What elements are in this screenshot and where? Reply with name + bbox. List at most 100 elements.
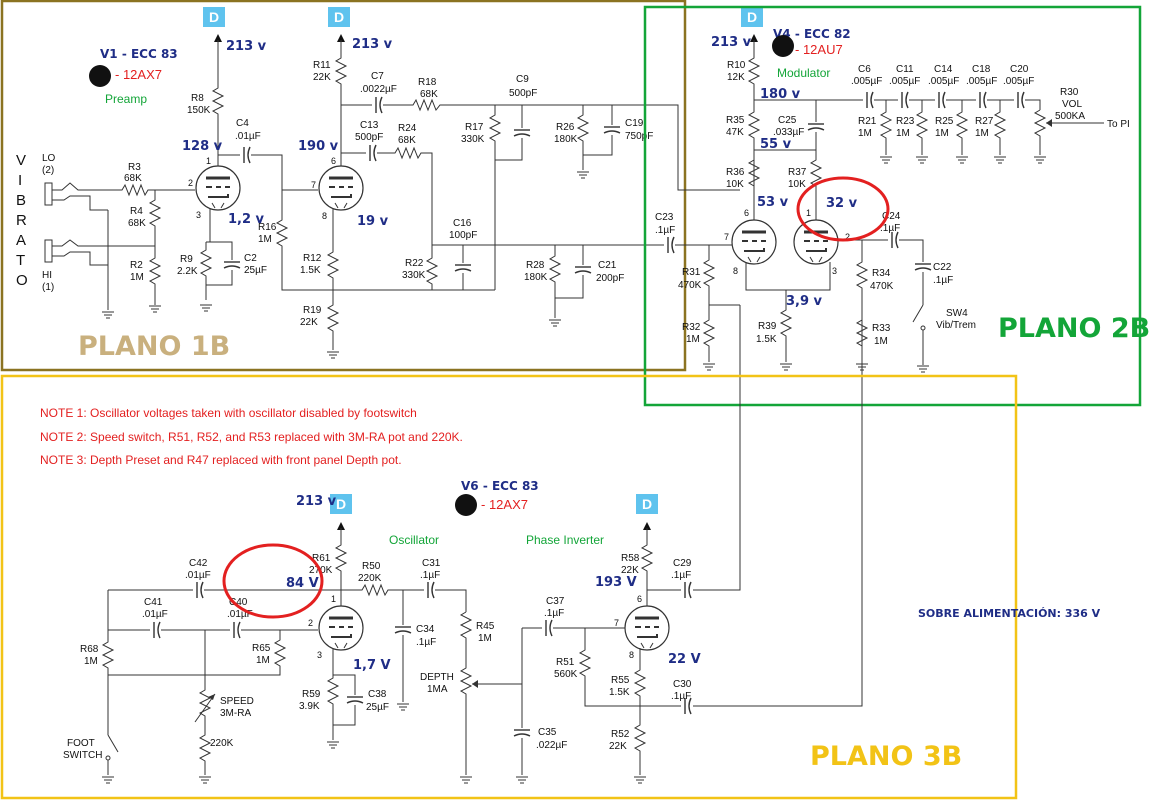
- v4-dot-icon: [772, 35, 794, 57]
- r8-value: 150K: [187, 105, 211, 116]
- v4-b-plus-voltage: 213 v: [711, 35, 752, 50]
- r31-value: 470K: [678, 280, 702, 291]
- oscillator-label: Oscillator: [389, 533, 439, 547]
- r33-value: 1M: [874, 336, 888, 347]
- c2-value: 25µF: [244, 265, 267, 276]
- v6a-plate-voltage: 84 V: [286, 576, 319, 591]
- supply-d1: D: [203, 7, 225, 27]
- foot-switch-label: FOOT: [67, 738, 95, 749]
- r58-value: 22K: [621, 565, 639, 576]
- r34-label: R34: [872, 268, 891, 279]
- vibrato-letter: V: [16, 152, 26, 169]
- sw4-value: Vib/Trem: [936, 320, 976, 331]
- v4b-tube: [792, 218, 840, 266]
- v6b-pin7: 7: [614, 618, 619, 628]
- vibrato-label: V I B R A T O: [16, 152, 28, 289]
- plano-3b-label: PLANO 3B: [810, 741, 962, 772]
- supply-d1-label: D: [209, 9, 219, 25]
- r19-label: R19: [303, 305, 322, 316]
- c25-value: .033µF: [773, 127, 804, 138]
- v1-type: - 12AX7: [115, 67, 162, 82]
- r50-label: R50: [362, 561, 381, 572]
- r8-label: R8: [191, 93, 204, 104]
- r50-value: 220K: [358, 573, 382, 584]
- r58-label: R58: [621, 553, 640, 564]
- c6-value: .005µF: [851, 76, 882, 87]
- r39-value: 1.5K: [756, 334, 777, 345]
- r18-label: R18: [418, 77, 437, 88]
- v1a-pin2: 2: [188, 178, 193, 188]
- sw4-label: SW4: [946, 308, 968, 319]
- v4-node-voltage: 180 v: [760, 87, 801, 102]
- supply-d4: D: [330, 494, 352, 514]
- v4-cathode-voltage: 3,9 v: [786, 294, 823, 309]
- v6-b-plus-voltage: 213 v: [296, 494, 337, 509]
- vibrato-letter: A: [16, 232, 26, 249]
- c35-value: .022µF: [536, 740, 567, 751]
- c31-label: C31: [422, 558, 441, 569]
- c31-value: .1µF: [420, 570, 440, 581]
- c14-value: .005µF: [928, 76, 959, 87]
- r36-label: R36: [726, 167, 745, 178]
- r65-value: 1M: [256, 655, 270, 666]
- c13-value: 500pF: [355, 132, 383, 143]
- v1-name: V1 - ECC 83: [100, 47, 178, 61]
- r16-label: R16: [258, 222, 277, 233]
- v6b-plate-voltage: 193 V: [595, 575, 637, 590]
- r18-value: 68K: [420, 89, 438, 100]
- c7-value: .0022µF: [360, 84, 397, 95]
- r23-value: 1M: [896, 128, 910, 139]
- r30-value: 500KA: [1055, 111, 1085, 122]
- input-lo-label: LO: [42, 153, 56, 164]
- supply-d3-label: D: [747, 9, 757, 25]
- v1-b-plus-voltage: 213 v: [226, 39, 267, 54]
- r30-vol: VOL: [1062, 99, 1082, 110]
- v1b-b-plus-voltage: 213 v: [352, 37, 393, 52]
- c2-label: C2: [244, 253, 257, 264]
- input-hi-num: (1): [42, 282, 54, 293]
- r17-value: 330K: [461, 134, 485, 145]
- r65-label: R65: [252, 643, 271, 654]
- c19-value: 750pF: [625, 131, 653, 142]
- r4-value: 68K: [128, 218, 146, 229]
- r39-label: R39: [758, 321, 777, 332]
- c40-label: C40: [229, 597, 248, 608]
- c22-label: C22: [933, 262, 952, 273]
- vibrato-letter: B: [16, 192, 26, 209]
- c6-label: C6: [858, 64, 871, 75]
- v4b-plate-voltage: 32 v: [826, 196, 858, 211]
- v4-name: V4 - ECC 82: [773, 27, 851, 41]
- r61-label: R61: [312, 553, 331, 564]
- c37-value: .1µF: [544, 608, 564, 619]
- to-pi-label: To PI: [1107, 119, 1130, 130]
- v4b-pin1: 1: [806, 208, 811, 218]
- v4a-pin7: 7: [724, 232, 729, 242]
- c22-value: .1µF: [933, 275, 953, 286]
- depth-label: DEPTH: [420, 672, 454, 683]
- v4a-cathode-voltage: 53 v: [757, 195, 789, 210]
- r34-value: 470K: [870, 281, 894, 292]
- r12-value: 1.5K: [300, 265, 321, 276]
- r19-value: 22K: [300, 317, 318, 328]
- r52-value: 22K: [609, 741, 627, 752]
- plano-1b-label: PLANO 1B: [78, 331, 230, 362]
- v6-name: V6 - ECC 83: [461, 479, 539, 493]
- v4a-tube: [730, 218, 778, 266]
- r37-value: 10K: [788, 179, 806, 190]
- c4-value: .01µF: [235, 131, 261, 142]
- c11-label: C11: [896, 64, 914, 75]
- r51-value: 560K: [554, 669, 578, 680]
- v4a-plate-voltage: 55 v: [760, 137, 792, 152]
- c40-value: .01µF: [227, 609, 253, 620]
- c7-label: C7: [371, 71, 384, 82]
- c9-label: C9: [516, 74, 529, 85]
- r27-label: R27: [975, 116, 994, 127]
- v1a-pin1: 1: [206, 156, 211, 166]
- v1b-pin7: 7: [311, 180, 316, 190]
- input-hi-label: HI: [42, 270, 52, 281]
- phase-inverter-label: Phase Inverter: [526, 533, 604, 547]
- r52-label: R52: [611, 729, 630, 740]
- r26-label: R26: [556, 122, 575, 133]
- r2-label: R2: [130, 260, 143, 271]
- c34-value: .1µF: [416, 637, 436, 648]
